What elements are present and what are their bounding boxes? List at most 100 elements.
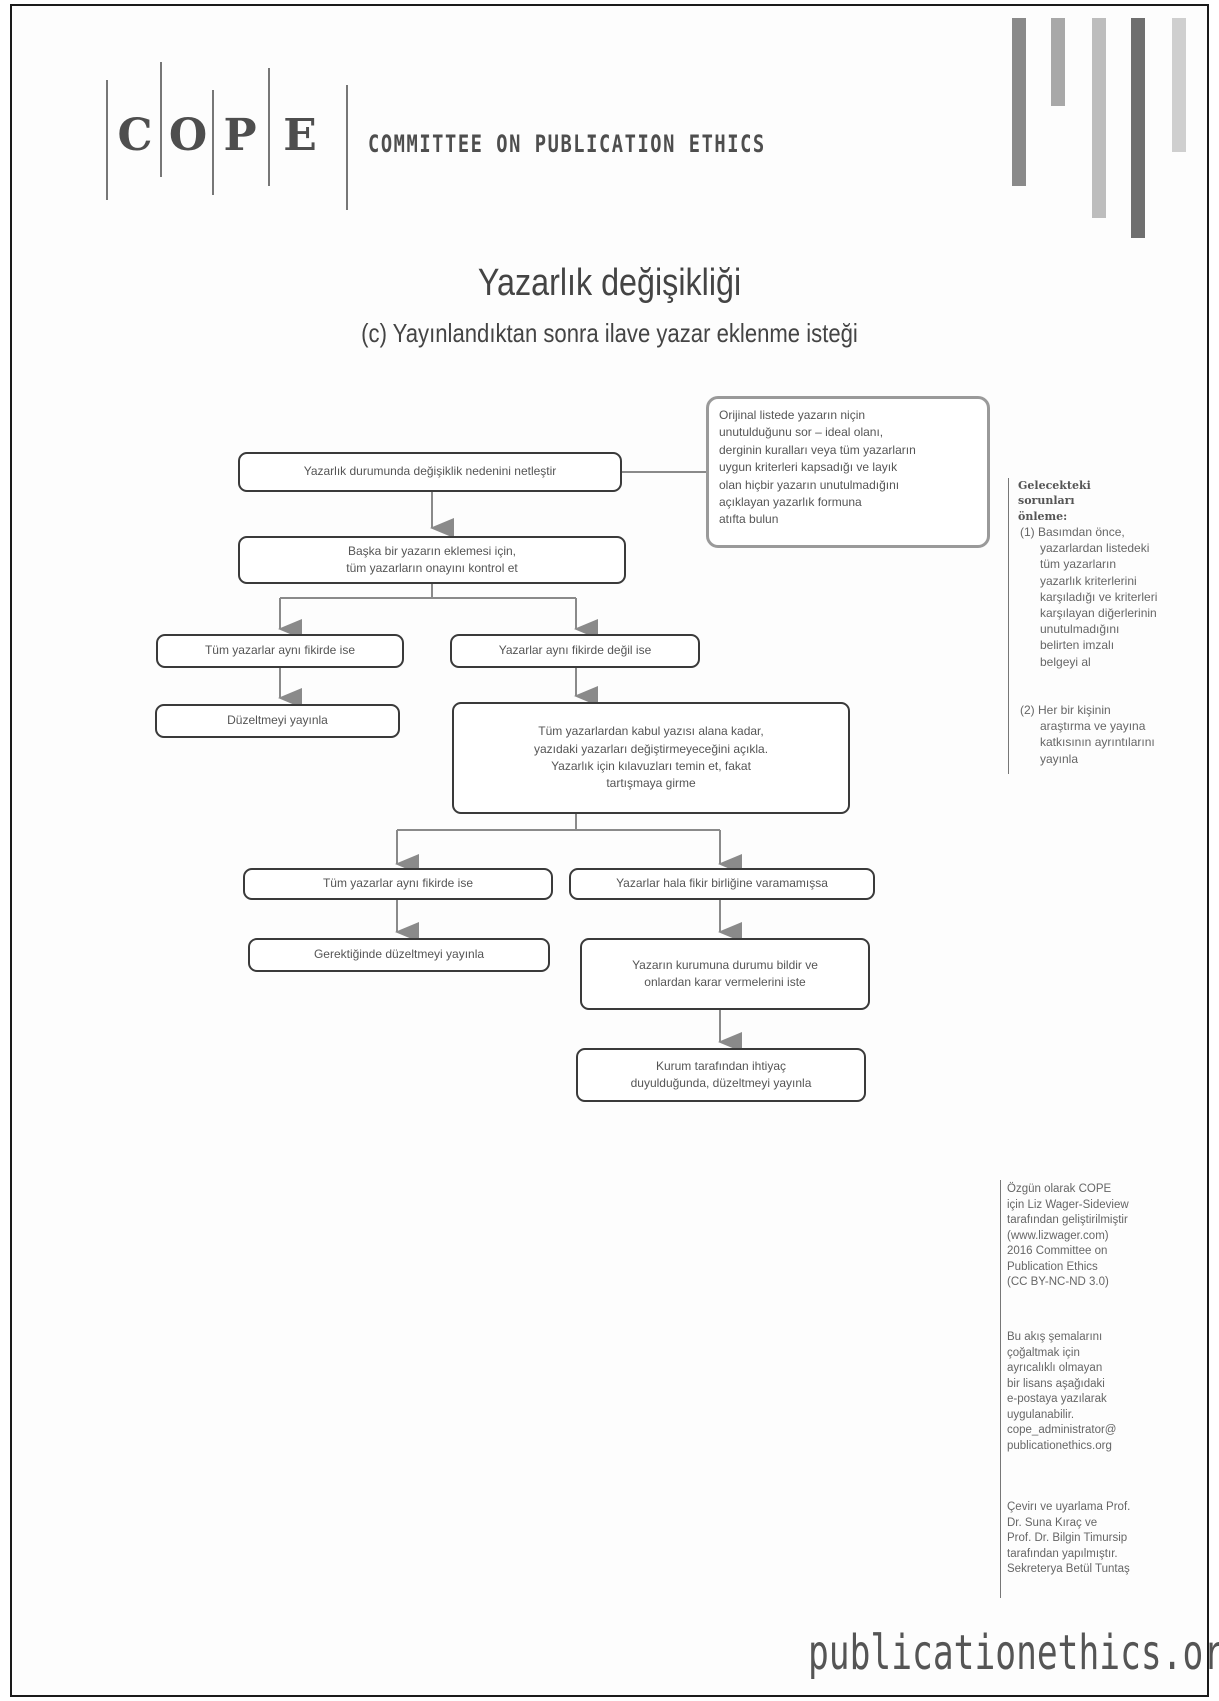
branch-disagree-text: Yazarlar aynı fikirde değil ise — [498, 643, 652, 658]
org-name: COMMITTEE ON PUBLICATION ETHICS — [368, 130, 766, 158]
sidebar-line: araştırma ve yayına — [1040, 719, 1146, 734]
step-explain-line: Tüm yazarlardan kabul yazısı alana kadar… — [538, 724, 764, 739]
sidebar-line: yazarlardan listedeki — [1040, 541, 1150, 556]
sidebar-item-2: (2) Her bir kişinin araştırma ve yayına … — [1020, 702, 1155, 767]
logo-letter-o: O — [168, 110, 208, 161]
page-subtitle: (c) Yayınlandıktan sonra ilave yazar ekl… — [361, 318, 858, 348]
sidebar-line: yayınla — [1040, 751, 1079, 766]
step-check-line: tüm yazarların onayını kontrol et — [346, 561, 518, 575]
footer-line: çoğaltmak için — [1007, 1346, 1080, 1359]
sidebar-heading-line: Gelecekteki — [1018, 479, 1091, 492]
footer-line: Dr. Suna Kıraç ve — [1007, 1516, 1098, 1529]
note-original-list: Orijinal listede yazarın niçin unutulduğ… — [706, 396, 990, 548]
logo-divider — [212, 90, 214, 195]
footer-line: için Liz Wager-Sideview — [1007, 1198, 1129, 1211]
sidebar-line: (2) Her bir kişinin — [1020, 703, 1111, 717]
step-inform-line: onlardan karar vermelerini iste — [644, 975, 806, 989]
sidebar-line: belgeyi al — [1040, 654, 1091, 669]
footer-line: ayrıcalıklı olmayan — [1007, 1362, 1103, 1375]
footer-line: uygulanabilir. — [1007, 1408, 1075, 1421]
sidebar-line: belirten imzalı — [1040, 638, 1115, 653]
step-publish-correction-text: Düzeltmeyi yayınla — [227, 713, 328, 728]
step-check-consent: Başka bir yazarın eklemesi için, tüm yaz… — [238, 536, 626, 584]
footer-license: Bu akış şemalarını çoğaltmak için ayrıca… — [1007, 1330, 1177, 1454]
footer-line: cope_administrator@ — [1007, 1424, 1117, 1437]
step-institution-line: duyulduğunda, düzeltmeyi yayınla — [630, 1076, 812, 1090]
branch-all-agree: Tüm yazarlar aynı fikirde ise — [156, 634, 404, 668]
footer-line: Bu akış şemalarını — [1007, 1331, 1103, 1343]
sidebar-heading-line: sorunları önleme: — [1018, 494, 1075, 523]
footer-translation: Çevirı ve uyarlama Prof. Dr. Suna Kıraç … — [1007, 1500, 1177, 1578]
note-line: açıklayan yazarlık formuna — [719, 494, 862, 509]
footer-line: Publication Ethics — [1007, 1260, 1098, 1273]
step-inform-institution: Yazarın kurumuna durumu bildir ve onlard… — [580, 938, 870, 1010]
step-publish-if-needed: Gerektiğinde düzeltmeyi yayınla — [248, 938, 550, 972]
note-text: Orijinal listede yazarın niçin unutulduğ… — [719, 407, 916, 529]
footer-line: publicationethics.org — [1007, 1439, 1112, 1452]
step-inform-line: Yazarın kurumuna durumu bildir ve — [632, 957, 818, 972]
logo-letter-c: C — [117, 110, 153, 161]
footer-line: tarafından yapılmıştır. — [1007, 1547, 1118, 1560]
step-publish-correction: Düzeltmeyi yayınla — [155, 704, 400, 738]
deco-bar — [1131, 18, 1145, 238]
page-title: Yazarlık değişikliği — [477, 262, 742, 304]
sidebar-line: katkısının ayrıntılarını — [1040, 735, 1155, 750]
logo-divider — [268, 68, 270, 186]
footer-line: Prof. Dr. Bilgin Timursip — [1007, 1532, 1128, 1545]
logo-letter-p: P — [223, 110, 257, 161]
step-explain-line: yazıdaki yazarları değiştirmeyeceğini aç… — [533, 741, 769, 756]
note-line: olan hiçbir yazarın unutulmadığını — [719, 477, 900, 492]
website-url: publicationethics.org — [808, 1625, 1219, 1681]
step-explain-no-change: Tüm yazarlardan kabul yazısı alana kadar… — [452, 702, 850, 814]
document-page — [10, 4, 1209, 1697]
footer-line: bir lisans aşağıdaki — [1007, 1377, 1105, 1390]
branch-no-consensus: Yazarlar hala fikir birliğine varamamışs… — [569, 868, 875, 900]
step-clarify-reason: Yazarlık durumunda değişiklik nedenini n… — [238, 452, 622, 492]
note-line: unutulduğunu sor – ideal olanı, — [719, 425, 884, 440]
step-check-line: Başka bir yazarın eklemesi için, — [347, 543, 517, 558]
deco-bar — [1172, 18, 1186, 152]
footer-credits: Özgün olarak COPE için Liz Wager-Sidevie… — [1007, 1182, 1177, 1291]
sidebar-item-1: (1) Basımdan önce, yazarlardan listedeki… — [1020, 524, 1157, 670]
branch-no-consensus-text: Yazarlar hala fikir birliğine varamamışs… — [616, 876, 828, 891]
logo-letter-e: E — [283, 110, 317, 161]
branch-all-agree-2-text: Tüm yazarlar aynı fikirde ise — [322, 876, 474, 891]
logo-divider — [160, 62, 162, 177]
sidebar-line: (1) Basımdan önce, — [1020, 525, 1125, 539]
footer-line: (CC BY-NC-ND 3.0) — [1007, 1276, 1109, 1289]
footer-line: Sekreterya Betül Tuntaş — [1007, 1563, 1130, 1576]
sidebar-line: yazarlık kriterlerini — [1040, 573, 1137, 588]
step-explain-line: Yazarlık için kılavuzları temin et, faka… — [551, 759, 751, 773]
footer-rule — [1000, 1180, 1001, 1598]
sidebar-line: karşılayan diğerlerinin — [1040, 605, 1157, 620]
footer-line: Çevirı ve uyarlama Prof. — [1007, 1501, 1131, 1513]
sidebar-rule — [1008, 478, 1009, 774]
logo-divider — [106, 80, 108, 200]
sidebar-line: tüm yazarların — [1040, 557, 1117, 572]
deco-bar — [1051, 18, 1065, 106]
sidebar-heading: Gelecekteki sorunları önleme: — [1018, 478, 1118, 524]
deco-bar — [1092, 18, 1106, 218]
footer-line: 2016 Committee on — [1007, 1245, 1108, 1258]
footer-line: tarafından geliştirilmiştir — [1007, 1214, 1128, 1227]
split-2 — [397, 812, 720, 831]
note-line: Orijinal listede yazarın niçin — [719, 408, 866, 422]
footer-line: e-postaya yazılarak — [1007, 1393, 1107, 1406]
footer-line: (www.lizwager.com) — [1007, 1229, 1109, 1242]
footer-line: Özgün olarak COPE — [1007, 1183, 1112, 1195]
step-explain-line: tartışmaya girme — [606, 776, 696, 791]
note-line: uygun kriterleri kapsadığı ve layık — [719, 460, 898, 475]
sidebar-line: unutulmadığını — [1040, 622, 1120, 637]
note-line: derginin kuralları veya tüm yazarların — [719, 442, 916, 457]
sidebar-line: karşıladığı ve kriterleri — [1040, 589, 1158, 604]
branch-all-agree-2: Tüm yazarlar aynı fikirde ise — [243, 868, 553, 900]
split-1 — [279, 582, 577, 628]
step-publish-if-needed-text: Gerektiğinde düzeltmeyi yayınla — [313, 947, 485, 962]
step-institution-line: Kurum tarafından ihtiyaç — [655, 1058, 787, 1073]
step-clarify-text: Yazarlık durumunda değişiklik nedenini n… — [303, 464, 557, 479]
step-institution-publish: Kurum tarafından ihtiyaç duyulduğunda, d… — [576, 1048, 866, 1102]
deco-bar — [1012, 18, 1026, 186]
branch-all-agree-text: Tüm yazarlar aynı fikirde ise — [204, 643, 356, 658]
note-line: atıfta bulun — [719, 512, 779, 527]
